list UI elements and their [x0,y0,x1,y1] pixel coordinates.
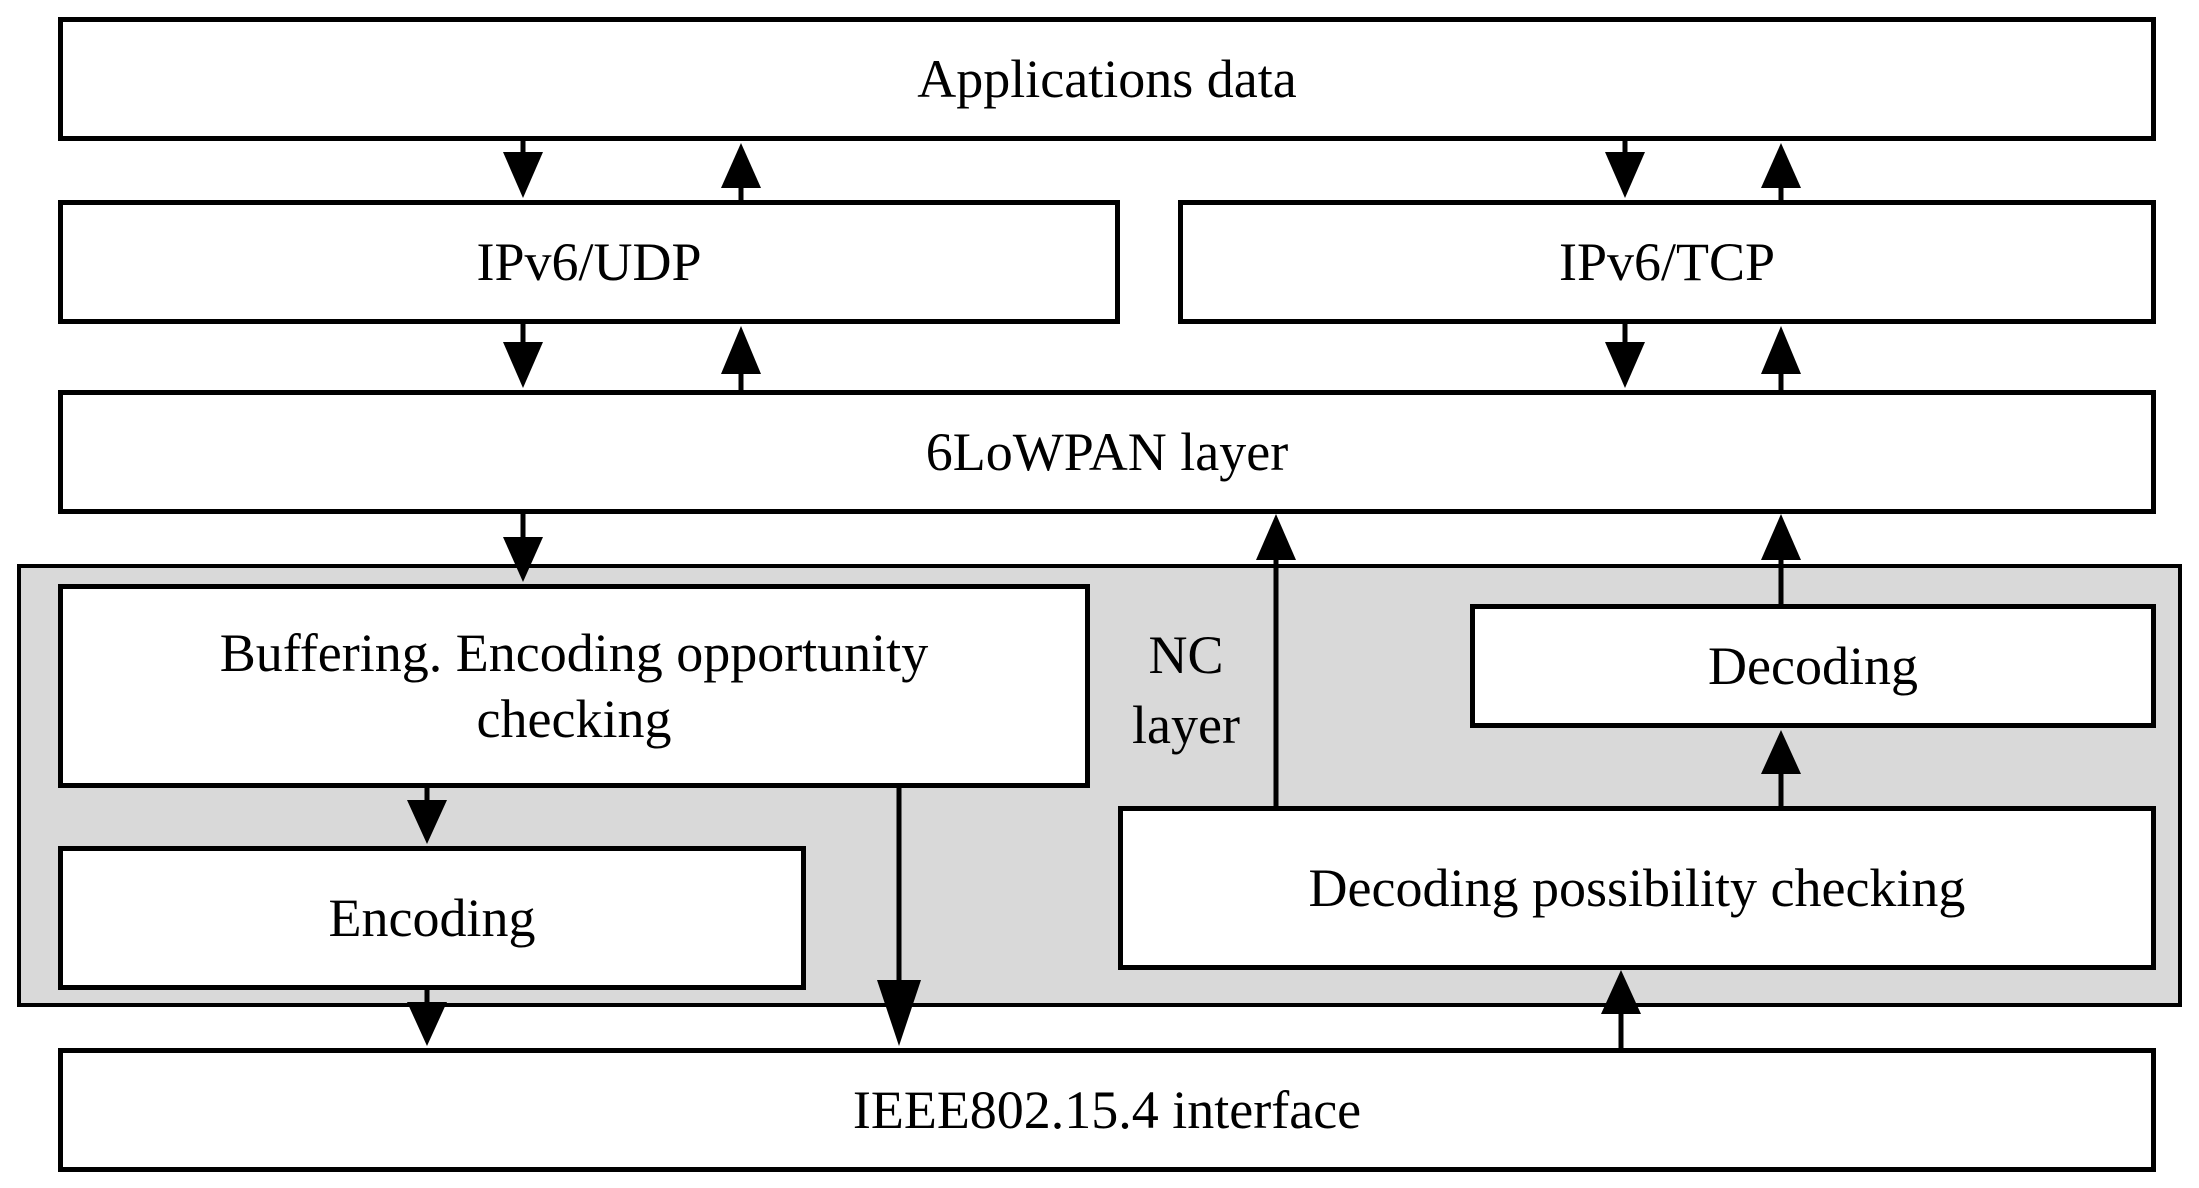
decoding-box: Decoding [1470,604,2156,728]
ieee-interface-box: IEEE802.15.4 interface [58,1048,2156,1172]
ipv6-tcp-label: IPv6/TCP [1558,232,1776,292]
encoding-label: Encoding [328,888,536,948]
decoding-possibility-box: Decoding possibility checking [1118,806,2156,970]
ipv6-udp-label: IPv6/UDP [476,232,702,292]
arrow-lowpan-to-udp [721,326,761,390]
arrow-tcp-to-app [1761,143,1801,200]
decoding-possibility-label: Decoding possibility checking [1308,858,1966,918]
encoding-box: Encoding [58,846,806,990]
arrow-lowpan-to-tcp [1761,326,1801,390]
buffering-label: Buffering. Encoding opportunity checking [219,623,929,749]
6lowpan-layer-label: 6LoWPAN layer [925,422,1289,482]
ipv6-udp-box: IPv6/UDP [58,200,1120,324]
ieee-interface-label: IEEE802.15.4 interface [852,1080,1362,1140]
arrow-udp-to-lowpan [503,324,543,388]
arrow-app-to-tcp [1605,141,1645,198]
arrow-tcp-to-lowpan [1605,324,1645,388]
ipv6-tcp-box: IPv6/TCP [1178,200,2156,324]
nc-layer-label: NC layer [1132,625,1240,755]
decoding-label: Decoding [1708,636,1918,696]
applications-data-label: Applications data [917,49,1297,109]
arrow-udp-to-app [721,143,761,200]
6lowpan-layer-box: 6LoWPAN layer [58,390,2156,514]
arrow-app-to-udp [503,141,543,198]
applications-data-box: Applications data [58,17,2156,141]
buffering-box: Buffering. Encoding opportunity checking [58,584,1090,788]
